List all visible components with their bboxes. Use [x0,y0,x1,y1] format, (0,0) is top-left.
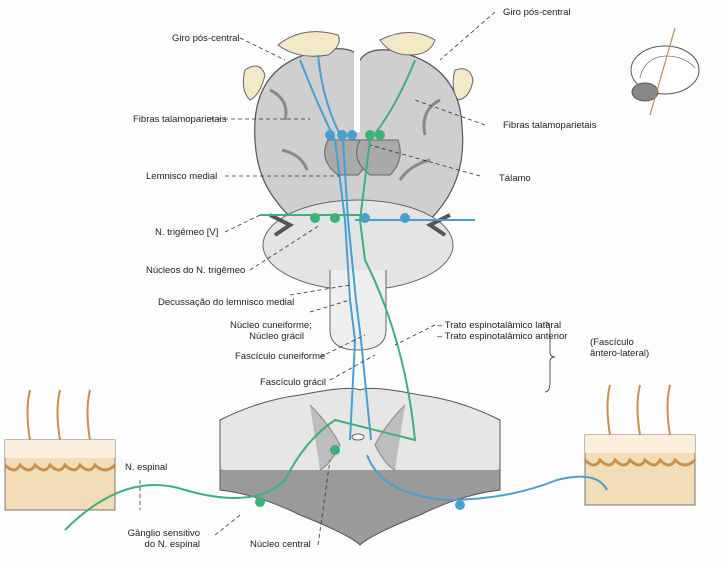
label-fasciculo-antero-lateral-2: ântero-lateral) [590,348,650,359]
label-giro-pos-central-left: Giro pós-central [172,33,240,44]
label-nucleo-gracil: Núcleo grácil [249,331,304,342]
label-fibras-talamoparietais-right: Fibras talamoparietais [503,120,597,131]
brain-coronal-section [242,31,474,238]
label-fasciculo-antero-lateral-1: (Fascículo [590,337,634,348]
label-n-trigemeo: N. trigêmeo [V] [155,227,219,238]
skin-block-right [583,384,697,506]
label-lemnisco-medial: Lemnisco medial [146,171,218,182]
label-fibras-talamoparietais-left: Fibras talamoparietais [133,114,227,125]
blue-lemniscal-pathway [299,54,608,510]
spinal-cord-section [219,387,501,546]
inset-brain-icon [630,27,700,116]
label-nucleo-central: Núcleo central [250,539,311,550]
skin-block-left [3,389,117,511]
label-decussacao-lemnisco: Decussação do lemnisco medial [158,297,295,308]
bracket [544,321,556,393]
label-nucleo-cuneiforme: Núcleo cuneiforme; [230,320,312,331]
green-spinothalamic-pathway [64,59,417,531]
label-trato-espinotalamico-anterior: – Trato espinotalâmico anterior [437,331,568,342]
label-ganglio-sensitivo-1: Gânglio sensitivo [127,528,200,539]
label-giro-pos-central-right: Giro pós-central [503,7,571,18]
label-ganglio-sensitivo-2: do N. espinal [144,539,200,550]
label-trato-espinotalamico-lateral: – Trato espinotalâmico lateral [437,320,562,331]
label-n-espinal: N. espinal [125,462,168,473]
leader-lines [139,11,496,546]
label-fasciculo-gracil: Fascículo grácil [260,377,326,388]
label-talamo: Tálamo [499,173,531,184]
label-fasciculo-cuneiforme: Fascículo cuneiforme [235,351,326,362]
label-nucleos-trigemeo: Núcleos do N. trigêmeo [146,265,246,276]
